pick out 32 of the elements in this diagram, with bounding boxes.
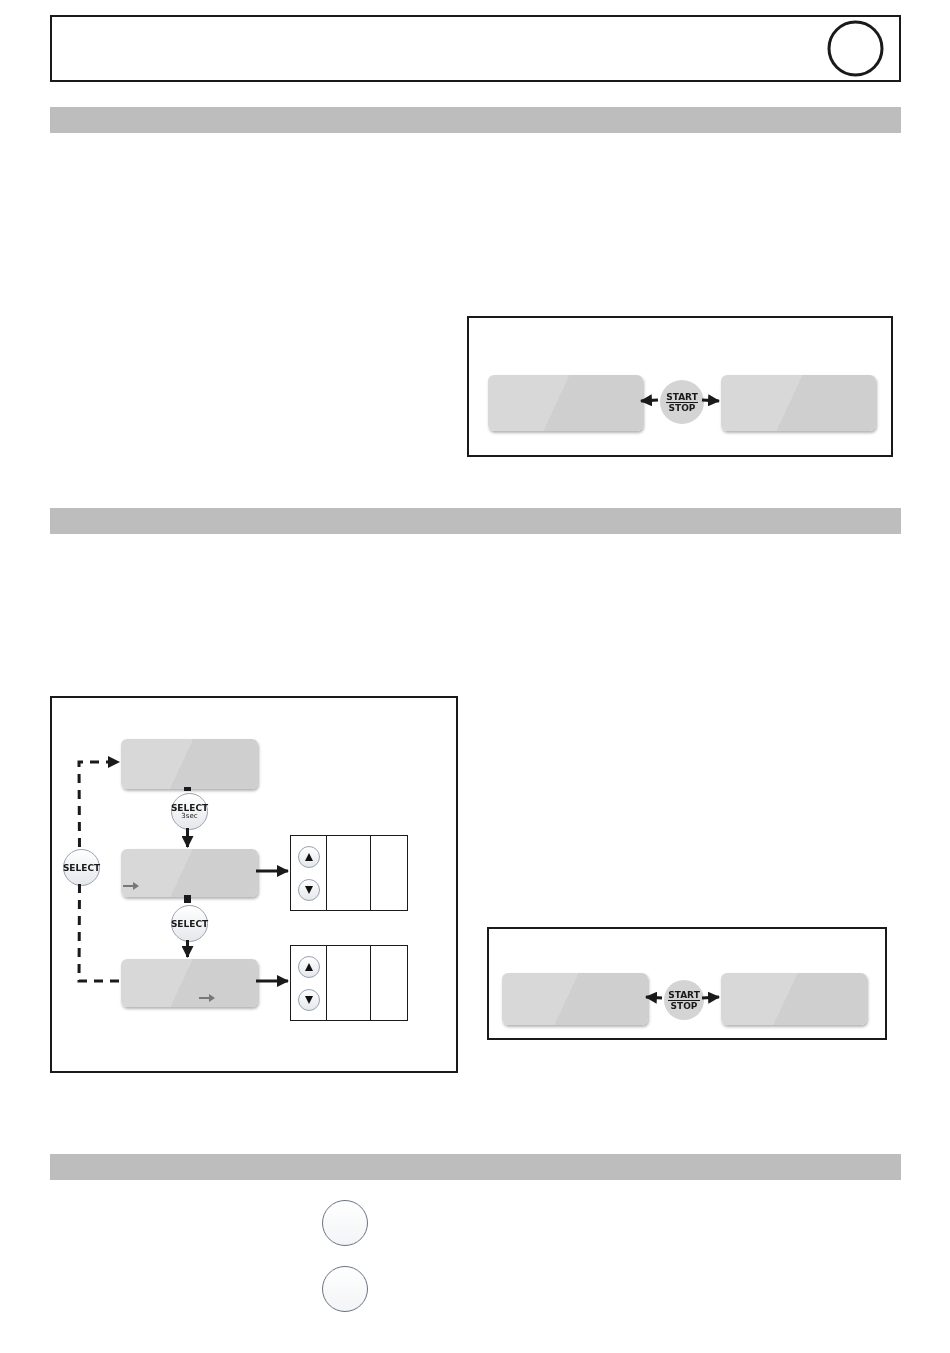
- settings-table: [290, 945, 408, 1021]
- select-button: SELECT: [171, 905, 208, 942]
- connector-line: [184, 787, 191, 791]
- arrow: [256, 865, 289, 877]
- round-button: [322, 1200, 368, 1246]
- section-bar: [50, 1154, 901, 1180]
- section-bar: [50, 508, 901, 534]
- arrow: [256, 975, 289, 987]
- settings-table: [290, 835, 408, 911]
- arrow: [701, 991, 720, 1004]
- select-button: SELECT: [63, 849, 100, 886]
- lcd-display: [502, 973, 648, 1025]
- lcd-display: [721, 375, 876, 431]
- round-button: [322, 1266, 368, 1312]
- arrow: [640, 394, 659, 407]
- lcd-display: [121, 849, 258, 897]
- panel-frame: [50, 696, 458, 1073]
- connector-line: [184, 895, 191, 903]
- panel-frame: [467, 316, 893, 457]
- arrow: [645, 991, 663, 1004]
- lcd-display: [121, 739, 258, 789]
- lcd-display: [121, 959, 258, 1007]
- lcd-display: [721, 973, 867, 1025]
- start-stop-button: START STOP: [664, 980, 704, 1020]
- section-bar: [50, 107, 901, 133]
- dashed-arrow: [77, 756, 120, 847]
- panel-frame: [487, 927, 887, 1040]
- arrow: [181, 828, 194, 848]
- arrow: [181, 940, 194, 958]
- arrow: [701, 394, 720, 407]
- lcd-display: [488, 375, 643, 431]
- start-stop-button: START STOP: [660, 380, 704, 424]
